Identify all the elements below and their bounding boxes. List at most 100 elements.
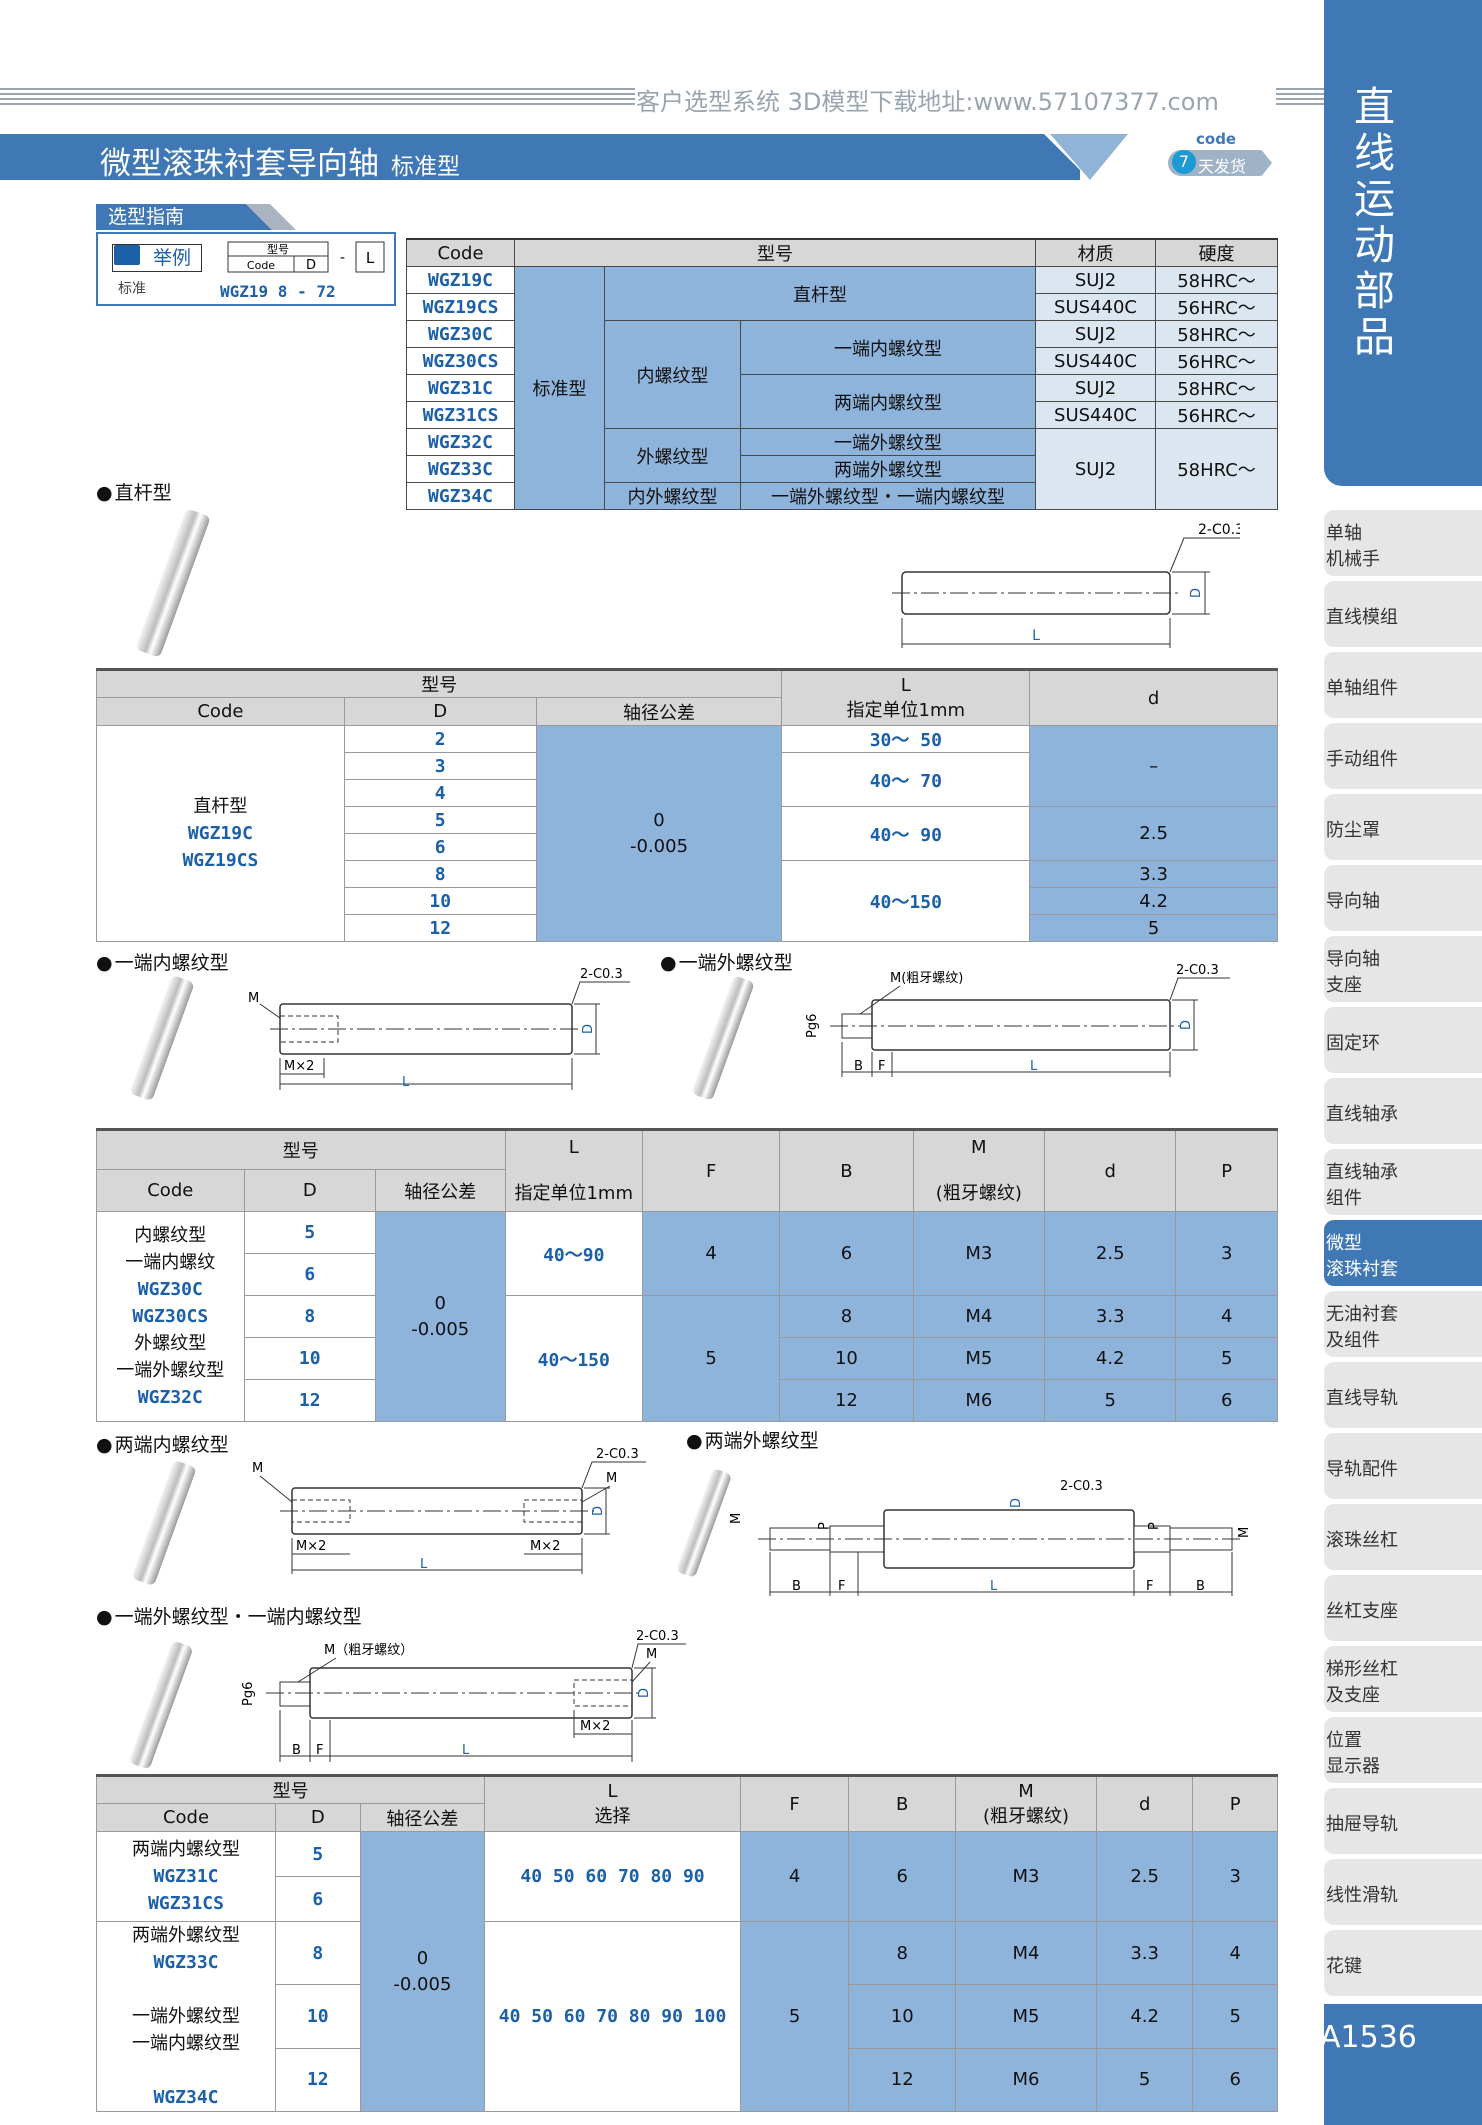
category-title: 直线运动部品 (1354, 84, 1404, 360)
sidebar-item[interactable]: 单轴 机械手 (1324, 510, 1482, 576)
sidebar-item[interactable]: 直线轴承 组件 (1324, 1149, 1482, 1215)
sidebar-item[interactable]: 防尘罩 (1324, 794, 1482, 860)
sidebar-item[interactable]: 固定环 (1324, 1007, 1482, 1073)
svg-text:B: B (1196, 1579, 1205, 1594)
svg-text:2-C0.3: 2-C0.3 (1176, 963, 1219, 978)
straight-shaft-image (135, 508, 211, 658)
category-title-char: 品 (1354, 313, 1395, 361)
one-inner-drawing: M M×2 L D 2-C0.3 (248, 968, 630, 1090)
sidebar-item[interactable]: 花键 (1324, 1930, 1482, 1996)
two-outer-shaft-image (675, 1467, 733, 1579)
svg-text:M: M (252, 1461, 263, 1476)
top-url-text: 客户选型系统 3D模型下载地址:www.57107377.com (636, 88, 1219, 116)
svg-text:L: L (990, 1579, 998, 1594)
svg-text:D: D (1189, 588, 1204, 598)
svg-text:F: F (838, 1579, 845, 1594)
one-inner-shaft-image (129, 974, 195, 1102)
sidebar-item[interactable]: 导轨配件 (1324, 1433, 1482, 1499)
section-two-inner: 两端内螺纹型 (96, 1430, 229, 1457)
svg-text:2-C0.3: 2-C0.3 (596, 1448, 639, 1462)
category-title-char: 线 (1354, 129, 1395, 177)
category-title-char: 动 (1354, 221, 1395, 269)
sidebar-item[interactable]: 无油衬套 及组件 (1324, 1291, 1482, 1357)
sidebar-item[interactable]: 滚珠丝杠 (1324, 1504, 1482, 1570)
sidebar-item[interactable]: 导向轴 (1324, 865, 1482, 931)
svg-text:M: M (606, 1471, 617, 1486)
mixed-shaft-image (128, 1640, 194, 1770)
section-one-inner: 一端内螺纹型 (96, 948, 229, 975)
sidebar-item[interactable]: 直线导轨 (1324, 1362, 1482, 1428)
svg-text:P: P (817, 1522, 832, 1530)
svg-text:M: M (646, 1647, 657, 1662)
category-title-char: 运 (1354, 175, 1395, 223)
category-sidebar-header: 直线运动部品 (1324, 0, 1482, 486)
svg-text:L: L (1030, 1059, 1038, 1074)
svg-text:Code: Code (247, 259, 275, 272)
sidebar-item[interactable]: 抽屉导轨 (1324, 1788, 1482, 1854)
guide-code-boxes: 型号 Code D - L (227, 241, 385, 273)
sidebar-item[interactable]: 位置 显示器 (1324, 1717, 1482, 1783)
page-title: 微型滚珠衬套导向轴标准型 (100, 146, 460, 182)
svg-text:Pg6: Pg6 (805, 1014, 820, 1038)
sidebar-item[interactable]: 梯形丝杠 及支座 (1324, 1646, 1482, 1712)
svg-text:M: M (1237, 1527, 1252, 1538)
section-straight: 直杆型 (96, 478, 172, 505)
svg-text:F: F (878, 1059, 885, 1074)
sidebar-item[interactable]: 导向轴 支座 (1324, 936, 1482, 1002)
svg-text:M×2: M×2 (284, 1059, 314, 1074)
svg-text:B: B (854, 1059, 863, 1074)
svg-text:D: D (1179, 1020, 1194, 1030)
section-two-outer: 两端外螺纹型 (686, 1426, 819, 1453)
svg-text:F: F (316, 1743, 323, 1758)
one-outer-shaft-image (691, 975, 755, 1101)
svg-text:P: P (1147, 1522, 1162, 1530)
straight-shaft-drawing: L D 2-C0.3 (892, 522, 1240, 648)
svg-text:B: B (792, 1579, 801, 1594)
sidebar-item[interactable]: 线性滑轨 (1324, 1859, 1482, 1925)
svg-text:2-C0.3: 2-C0.3 (1198, 522, 1240, 538)
svg-text:L: L (366, 249, 375, 267)
sidebar-item[interactable]: 单轴组件 (1324, 652, 1482, 718)
svg-text:L: L (462, 1743, 470, 1758)
title-banner (0, 134, 1080, 180)
svg-text:D: D (1009, 1498, 1024, 1508)
svg-text:M（粗牙螺纹）: M（粗牙螺纹） (324, 1643, 413, 1658)
page-number-tab: A1536 (1324, 2004, 1482, 2125)
section-one-outer: 一端外螺纹型 (660, 948, 793, 975)
guide-header: 选型指南 (96, 204, 272, 230)
category-title-char: 直 (1354, 83, 1395, 131)
category-title-char: 部 (1354, 267, 1395, 315)
svg-text:B: B (292, 1743, 301, 1758)
svg-text:M: M (248, 991, 259, 1006)
header-stripes (0, 88, 635, 106)
svg-text:D: D (637, 1688, 652, 1698)
sidebar-item[interactable]: 微型 滚珠衬套 (1324, 1220, 1482, 1286)
sidebar-item[interactable]: 直线模组 (1324, 581, 1482, 647)
sidebar-item[interactable]: 丝杠支座 (1324, 1575, 1482, 1641)
two-inner-shaft-image (131, 1459, 197, 1587)
svg-text:-: - (340, 250, 345, 266)
svg-text:D: D (591, 1506, 606, 1516)
svg-text:F: F (1146, 1579, 1153, 1594)
example-label: 举例 (112, 244, 202, 272)
svg-text:L: L (420, 1557, 428, 1572)
sidebar-item[interactable]: 直线轴承 (1324, 1078, 1482, 1144)
sidebar-item[interactable]: 手动组件 (1324, 723, 1482, 789)
svg-text:M×2: M×2 (580, 1719, 610, 1734)
svg-text:D: D (581, 1024, 596, 1034)
svg-text:M(粗牙螺纹): M(粗牙螺纹) (890, 971, 963, 986)
svg-text:M: M (729, 1513, 744, 1524)
svg-text:2-C0.3: 2-C0.3 (580, 968, 623, 982)
standard-label: 标准 (118, 281, 146, 297)
selection-guide: 举例 标准 型号 Code D - L WGZ19 8 - 72 (96, 232, 396, 306)
example-values: WGZ19 8 - 72 (220, 282, 336, 301)
header-stripes-right (1276, 88, 1324, 106)
